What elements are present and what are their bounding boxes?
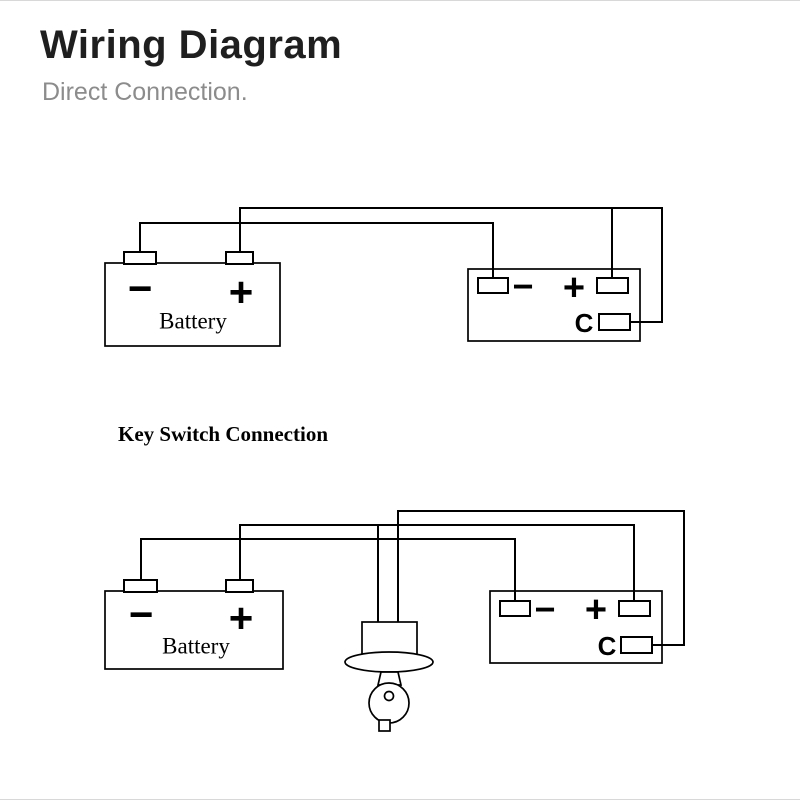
key-switch-symbol — [344, 621, 434, 732]
wire-battery-positive-to-controller-positive — [239, 524, 635, 601]
page-header: Wiring Diagram Direct Connection. — [40, 23, 342, 107]
controller-minus-sign: − — [512, 266, 533, 307]
battery-negative-terminal — [123, 251, 157, 265]
controller-negative-terminal — [477, 277, 509, 294]
controller-plus-sign: + — [563, 267, 585, 309]
battery-box — [104, 262, 281, 347]
key-bit — [378, 719, 391, 732]
battery-plus-sign: + — [229, 269, 254, 316]
wire-battery-negative-to-controller — [139, 222, 494, 278]
wire-key-switch-output-to-c-terminal — [397, 510, 685, 646]
key-switch-flange — [344, 651, 434, 673]
page-title: Wiring Diagram — [40, 23, 343, 67]
battery-positive-terminal — [225, 251, 254, 265]
battery-label-2: Battery — [162, 634, 230, 659]
controller-c-label: C — [575, 308, 594, 338]
key-switch-section-title: Key Switch Connection — [118, 422, 328, 446]
battery-minus-sign: − — [128, 265, 153, 312]
controller-c-label-2: C — [598, 631, 617, 661]
wire-battery-negative-to-controller-2 — [140, 538, 516, 601]
page-subtitle: Direct Connection. — [42, 78, 248, 106]
key-head-icon — [368, 682, 410, 724]
controller-c-terminal-2 — [620, 636, 653, 654]
battery-label: Battery — [159, 309, 227, 334]
key-hole — [383, 690, 395, 702]
key-switch-connection-diagram: Key Switch Connection − + Battery − + C — [104, 422, 685, 732]
controller-plus-sign-2: + — [585, 589, 607, 631]
controller-negative-terminal-2 — [499, 600, 531, 617]
controller-c-terminal — [598, 313, 631, 331]
controller-positive-terminal-2 — [618, 600, 651, 617]
controller-minus-sign-2: − — [534, 589, 555, 630]
wire-battery-positive-to-c-terminal — [239, 207, 663, 323]
battery-plus-sign-2: + — [229, 595, 254, 642]
direct-connection-diagram: − + Battery − + C — [104, 207, 663, 347]
battery-positive-terminal-2 — [225, 579, 254, 593]
controller-positive-terminal — [596, 277, 629, 294]
battery-minus-sign-2: − — [129, 591, 154, 638]
key-neck — [376, 671, 403, 686]
battery-box-2 — [104, 590, 284, 670]
